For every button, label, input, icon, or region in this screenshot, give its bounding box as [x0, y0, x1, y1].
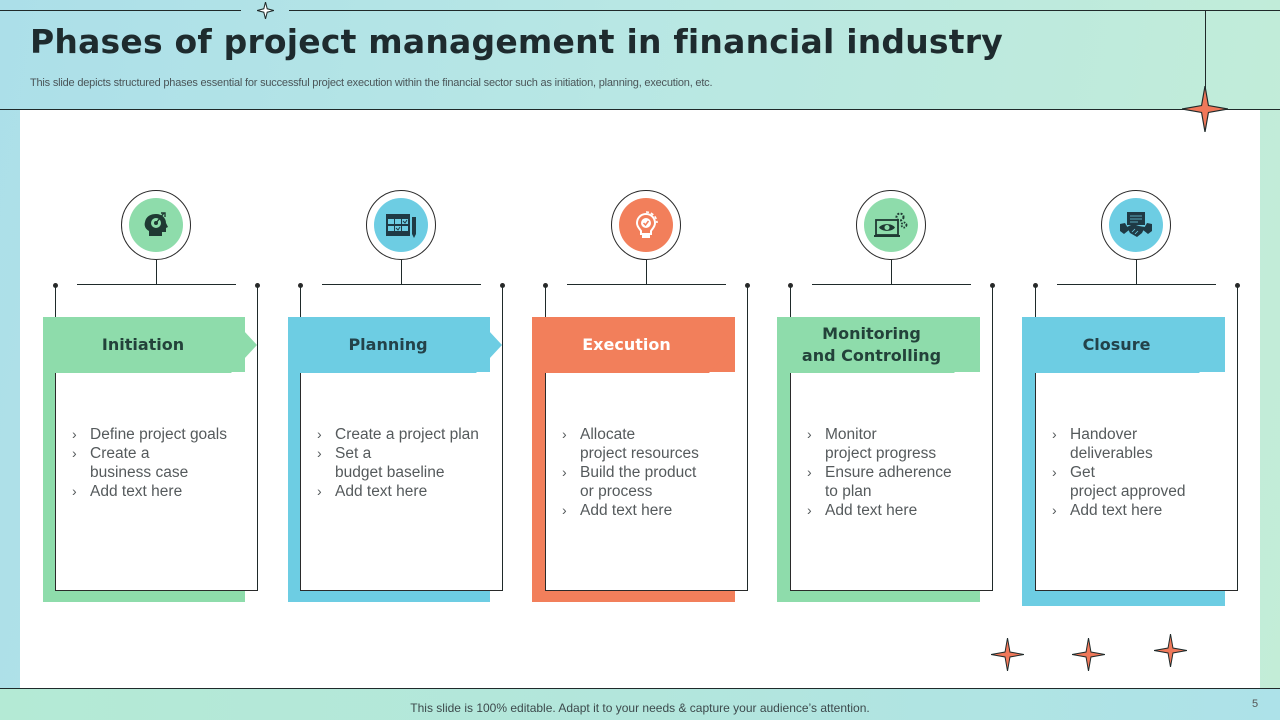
sparkle-star-icon: [1154, 634, 1187, 667]
sparkle-star-icon: [1072, 638, 1105, 671]
card-border-right: [502, 285, 503, 591]
connector: [1035, 285, 1036, 317]
connector: [401, 260, 402, 284]
connector: [55, 285, 56, 317]
bullet-item: Add text here: [317, 482, 497, 501]
handshake-contract-icon: [1109, 198, 1163, 252]
bullet-item: Create a project plan: [317, 425, 497, 444]
page-subtitle: This slide depicts structured phases ess…: [30, 77, 713, 89]
head-gear-target-icon: [129, 198, 183, 252]
phase-initiation: Initiation Define project goals Create a…: [0, 0, 260, 720]
connector: [812, 284, 971, 285]
connector: [545, 285, 546, 317]
page-number: 5: [1252, 698, 1259, 710]
bullet-item: Add text here: [1052, 501, 1232, 520]
phase-title: Initiation: [101, 335, 185, 354]
page-title: Phases of project management in financia…: [30, 22, 1003, 61]
phase-title: Closure: [1082, 335, 1151, 354]
bullet-item: Add text here: [72, 482, 252, 501]
phase-header: Planning: [288, 317, 502, 373]
top-rule-left: [0, 10, 241, 11]
connector: [1057, 284, 1216, 285]
bullet-item: Add text here: [807, 501, 987, 520]
phase-title: Planning: [348, 335, 428, 354]
bullet-item: Define project goals: [72, 425, 252, 444]
phase-icon-ring: [856, 190, 926, 260]
card-border-right: [1237, 285, 1238, 591]
phase-planning: Planning Create a project plan Set abudg…: [245, 0, 505, 720]
phase-title: Execution: [582, 335, 671, 354]
connector: [77, 284, 236, 285]
connector: [300, 285, 301, 317]
phase-header: Initiation: [43, 317, 257, 373]
phase-icon-ring: [366, 190, 436, 260]
card-border-right: [747, 285, 748, 591]
phase-header: Execution: [532, 317, 735, 373]
phase-icon-ring: [121, 190, 191, 260]
sparkle-star-icon: [1182, 86, 1228, 132]
header-divider: [0, 109, 1280, 110]
hanging-line: [1205, 10, 1206, 100]
sparkle-star-icon: [991, 638, 1024, 671]
card-border-right: [992, 285, 993, 591]
connector: [646, 260, 647, 284]
phase-icon-ring: [1101, 190, 1171, 260]
connector: [1136, 260, 1137, 284]
footer-divider: [0, 688, 1280, 689]
connector: [156, 260, 157, 284]
connector: [567, 284, 726, 285]
monitor-eye-gears-icon: [864, 198, 918, 252]
phase-icon-ring: [611, 190, 681, 260]
footer-note: This slide is 100% editable. Adapt it to…: [410, 701, 870, 715]
lightbulb-gear-check-icon: [619, 198, 673, 252]
bullet-item: Add text here: [562, 501, 742, 520]
connector: [790, 285, 791, 317]
connector: [322, 284, 481, 285]
top-rule-right: [289, 10, 1280, 11]
footer-band: [0, 688, 1280, 720]
sparkle-star-icon: [257, 2, 274, 19]
card-border-right: [257, 285, 258, 591]
connector: [891, 260, 892, 284]
phase-header: Closure: [1022, 317, 1225, 373]
calendar-checklist-pen-icon: [374, 198, 428, 252]
